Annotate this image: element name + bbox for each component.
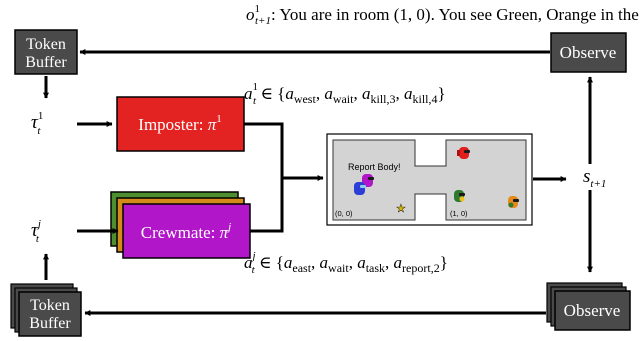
observe-top-label: Observe [560, 43, 617, 62]
token-buffer-bottom-line1: Token [30, 297, 70, 314]
room-label-right: (1, 0) [450, 209, 468, 218]
observe-bottom-label: Observe [564, 301, 621, 320]
token-buffer-top-line1: Token [26, 36, 66, 53]
connector-crewmate-to-map [250, 178, 284, 233]
token-buffer-top-line2: Buffer [25, 54, 67, 71]
crewmate-policy-stack: Crewmate: πj [110, 191, 251, 259]
star-icon: ★ [396, 203, 406, 215]
imposter-policy-box: Imposter: π1 [116, 96, 245, 152]
observe-top: Observe [550, 32, 627, 73]
imposter-label: Imposter: π1 [138, 113, 221, 134]
orange-crewmate-icon [508, 196, 519, 208]
map-floor [332, 139, 527, 221]
purple-crewmate-icon [362, 174, 374, 187]
state-label: st+1 [583, 166, 606, 190]
crewmate-label: Crewmate: πj [141, 221, 231, 242]
red-crewmate-icon [457, 147, 470, 159]
room-label-left: (0, 0) [335, 209, 353, 218]
token-buffer-bottom-stack: Token Buffer [10, 283, 82, 337]
observe-bottom-stack: Observe [546, 282, 631, 331]
game-map: Report Body! (0, 0) (1, 0) ★ [326, 133, 533, 226]
connector-imposter-to-map [244, 122, 284, 178]
green-crewmate-icon [454, 190, 465, 202]
report-body-text: Report Body! [348, 162, 401, 172]
token-buffer-bottom-line2: Buffer [29, 315, 71, 332]
token-buffer-top: Token Buffer [14, 29, 78, 75]
blue-crewmate-icon [354, 182, 366, 195]
